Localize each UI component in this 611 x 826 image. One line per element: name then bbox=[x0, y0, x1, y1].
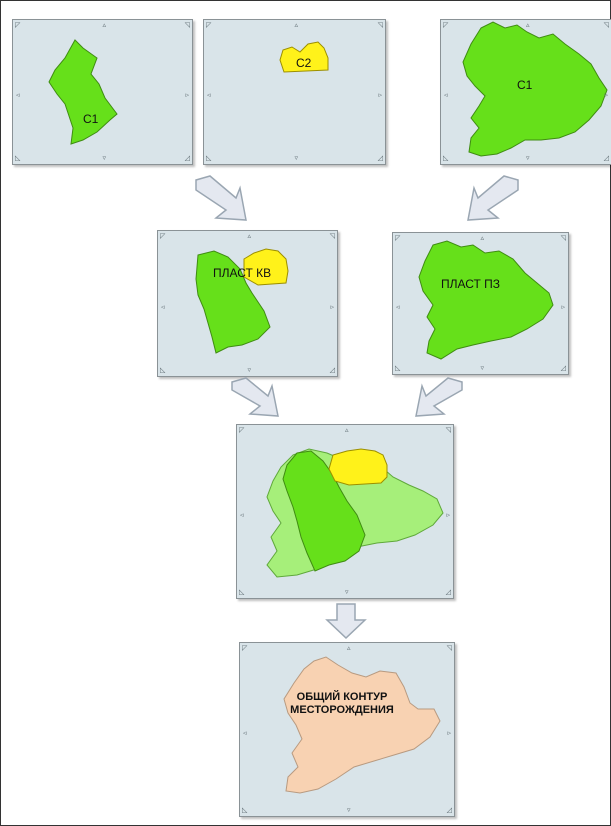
corner-mark-icon: ◸ bbox=[242, 645, 248, 652]
edge-mark-icon: ◃ bbox=[16, 92, 20, 99]
corner-mark-icon: ◸ bbox=[206, 22, 212, 29]
corner-mark-icon: ◿ bbox=[445, 589, 451, 596]
c2-contour bbox=[279, 41, 329, 73]
corner-mark-icon: ◿ bbox=[377, 155, 383, 162]
edge-mark-icon: ▹ bbox=[330, 303, 334, 311]
edge-mark-icon: ◃ bbox=[207, 92, 211, 99]
corner-mark-icon: ◿ bbox=[560, 365, 566, 372]
edge-mark-icon: ▵ bbox=[347, 645, 351, 652]
corner-mark-icon: ◹ bbox=[329, 233, 335, 240]
c1-left-contour bbox=[48, 39, 118, 145]
arrow-down-right-icon bbox=[195, 175, 247, 221]
edge-mark-icon: ▿ bbox=[247, 367, 252, 374]
plast-kv-contour bbox=[195, 248, 289, 354]
edge-mark-icon: ▹ bbox=[446, 511, 450, 519]
corner-mark-icon: ◸ bbox=[395, 235, 401, 242]
corner-mark-icon: ◸ bbox=[160, 233, 166, 240]
corner-mark-icon: ◺ bbox=[239, 589, 245, 596]
edge-mark-icon: ▵ bbox=[247, 233, 252, 240]
corner-mark-icon: ◹ bbox=[445, 427, 451, 434]
panel-c1-left: C1 ◸ ◹ ◺ ◿ ▵ ▿ ◃ ▹ bbox=[12, 19, 193, 165]
corner-mark-icon: ◸ bbox=[15, 22, 21, 29]
edge-mark-icon: ▹ bbox=[447, 729, 451, 737]
edge-mark-icon: ◃ bbox=[161, 303, 165, 311]
edge-mark-icon: ▹ bbox=[561, 303, 565, 311]
edge-mark-icon: ▵ bbox=[526, 22, 530, 29]
edge-mark-icon: ▵ bbox=[102, 22, 107, 29]
corner-mark-icon: ◹ bbox=[446, 645, 452, 652]
corner-mark-icon: ◺ bbox=[15, 155, 21, 162]
edge-mark-icon: ◃ bbox=[444, 92, 448, 99]
c1-left-label: C1 bbox=[83, 112, 99, 126]
merged-contours bbox=[266, 448, 444, 578]
total-contour-label: ОБЩИЙ КОНТУР МЕСТОРОЖДЕНИЯ bbox=[276, 691, 408, 717]
edge-mark-icon: ◃ bbox=[240, 511, 244, 519]
corner-mark-icon: ◹ bbox=[377, 22, 383, 29]
edge-mark-icon: ▿ bbox=[526, 155, 530, 162]
plast-pz-label: ПЛАСТ ПЗ bbox=[441, 277, 501, 291]
edge-mark-icon: ◃ bbox=[243, 729, 247, 737]
edge-mark-icon: ▹ bbox=[185, 92, 189, 99]
corner-mark-icon: ◹ bbox=[184, 22, 190, 29]
panel-merged: ◸ ◹ ◺ ◿ ▵ ▿ ◃ ▹ bbox=[236, 424, 454, 599]
arrow-down-icon bbox=[325, 603, 367, 640]
corner-mark-icon: ◺ bbox=[160, 367, 166, 374]
edge-mark-icon: ▵ bbox=[345, 427, 349, 434]
edge-mark-icon: ▵ bbox=[480, 235, 485, 242]
corner-mark-icon: ◹ bbox=[603, 22, 609, 29]
edge-mark-icon: ▿ bbox=[345, 589, 349, 596]
c1-right-label: C1 bbox=[517, 78, 533, 92]
edge-mark-icon: ▿ bbox=[102, 155, 107, 162]
corner-mark-icon: ◺ bbox=[395, 365, 401, 372]
corner-mark-icon: ◿ bbox=[603, 155, 609, 162]
corner-mark-icon: ◺ bbox=[242, 807, 248, 814]
total-label-line1: ОБЩИЙ КОНТУР bbox=[296, 691, 388, 703]
total-label-line2: МЕСТОРОЖДЕНИЯ bbox=[290, 704, 394, 716]
edge-mark-icon: ◃ bbox=[396, 303, 400, 311]
edge-mark-icon: ▿ bbox=[294, 155, 299, 162]
plast-pz-contour bbox=[418, 240, 554, 360]
corner-mark-icon: ◹ bbox=[560, 235, 566, 242]
edge-mark-icon: ▹ bbox=[378, 92, 382, 99]
corner-mark-icon: ◺ bbox=[206, 155, 212, 162]
plast-kv-label: ПЛАСТ КВ bbox=[213, 266, 272, 280]
panel-plast-pz: ПЛАСТ ПЗ ◸ ◹ ◺ ◿ ▵ ▿ ◃ ▹ bbox=[392, 232, 569, 375]
edge-mark-icon: ▹ bbox=[604, 92, 608, 99]
corner-mark-icon: ◿ bbox=[329, 367, 335, 374]
arrow-down-left-icon bbox=[415, 377, 463, 417]
corner-mark-icon: ◿ bbox=[184, 155, 190, 162]
edge-mark-icon: ▿ bbox=[480, 365, 485, 372]
corner-mark-icon: ◺ bbox=[443, 155, 449, 162]
edge-mark-icon: ▿ bbox=[347, 807, 351, 814]
c2-label: C2 bbox=[296, 56, 312, 70]
corner-mark-icon: ◸ bbox=[239, 427, 245, 434]
edge-mark-icon: ▵ bbox=[294, 22, 299, 29]
panel-total-contour: ОБЩИЙ КОНТУР МЕСТОРОЖДЕНИЯ ◸ ◹ ◺ ◿ ▵ ▿ ◃ ▹ bbox=[239, 642, 455, 817]
panel-c2: C2 ◸ ◹ ◺ ◿ ▵ ▿ ◃ ▹ bbox=[203, 19, 386, 165]
panel-plast-kv: ПЛАСТ КВ ◸ ◹ ◺ ◿ ▵ ▿ ◃ ▹ bbox=[157, 230, 338, 377]
arrow-down-right-icon bbox=[231, 377, 279, 417]
corner-mark-icon: ◿ bbox=[446, 807, 452, 814]
arrow-down-left-icon bbox=[467, 175, 519, 221]
panel-c1-right: C1 ◸ ◹ ◺ ◿ ▵ ▿ ◃ ▹ bbox=[440, 19, 611, 165]
corner-mark-icon: ◸ bbox=[443, 22, 449, 29]
c1-right-contour bbox=[462, 21, 608, 157]
total-contour bbox=[283, 656, 441, 794]
